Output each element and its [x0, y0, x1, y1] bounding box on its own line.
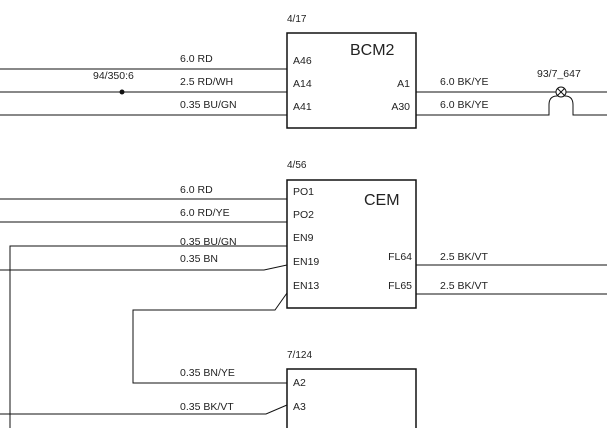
bcm2-title: BCM2: [350, 42, 395, 59]
ground-connector-label: 93/7_647: [537, 68, 581, 80]
ground-connector-icon: [555, 86, 567, 98]
wire-m-a3: [0, 404, 288, 415]
bcm2-pin-a1: A1: [397, 78, 410, 90]
wire-label-cem-fl64: 2.5 BK/VT: [440, 251, 488, 263]
cem-title: CEM: [364, 192, 400, 209]
wire-cem-en19: [0, 264, 288, 271]
bcm2-ref: 4/17: [287, 14, 307, 25]
cem-pin-fl65: FL65: [388, 280, 412, 292]
bcm2-pin-a41: A41: [293, 101, 312, 113]
wire-cem-en9: [9, 245, 287, 428]
cem-pin-po2: PO2: [293, 209, 314, 221]
cem-ref: 4/56: [287, 160, 307, 171]
wire-label-cem-en19: 0.35 BN: [180, 253, 218, 265]
module-7-124-box: [286, 368, 417, 428]
cem-pin-en19: EN19: [293, 256, 319, 268]
cem-pin-en13: EN13: [293, 280, 319, 292]
wire-label-bcm2-a46: 6.0 RD: [180, 53, 213, 65]
wire-label-m-a3: 0.35 BK/VT: [180, 401, 234, 413]
wire-label-cem-en9: 0.35 BU/GN: [180, 236, 237, 248]
wire-label-bcm2-a41: 0.35 BU/GN: [180, 99, 237, 111]
wire-label-m-a2: 0.35 BN/YE: [180, 367, 235, 379]
wire-label-cem-fl65: 2.5 BK/VT: [440, 280, 488, 292]
bcm2-pin-a30: A30: [391, 101, 410, 113]
splice-label: 94/350:6: [93, 70, 134, 82]
cem-box: [286, 179, 417, 309]
bcm2-box: [286, 32, 417, 129]
cem-pin-po1: PO1: [293, 186, 314, 198]
wire-cem-en13-to-a2: [132, 292, 288, 384]
module-7-124-pin-a2: A2: [293, 377, 306, 389]
module-7-124-pin-a3: A3: [293, 401, 306, 413]
wire-label-cem-po1: 6.0 RD: [180, 184, 213, 196]
wire-label-bcm2-a30: 6.0 BK/YE: [440, 99, 488, 111]
cem-pin-fl64: FL64: [388, 251, 412, 263]
module-7-124-ref: 7/124: [287, 350, 312, 361]
cem-pin-en9: EN9: [293, 232, 314, 244]
wire-label-bcm2-a1: 6.0 BK/YE: [440, 76, 488, 88]
splice-dot: [119, 89, 125, 95]
bcm2-pin-a14: A14: [293, 78, 312, 90]
wire-label-bcm2-a14: 2.5 RD/WH: [180, 76, 233, 88]
wire-label-cem-po2: 6.0 RD/YE: [180, 207, 230, 219]
bcm2-pin-a46: A46: [293, 55, 312, 67]
